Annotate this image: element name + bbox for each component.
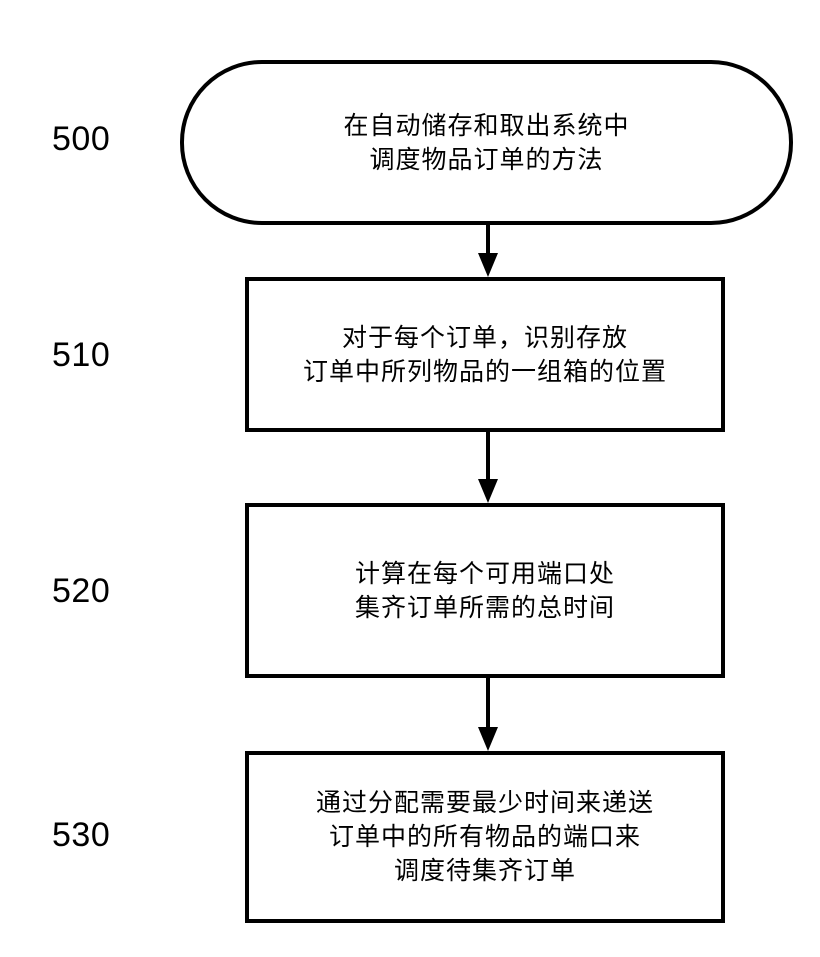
step-number-530: 530 [52,818,110,852]
step-number-520: 520 [52,574,110,608]
arrow-down-icon [478,432,498,503]
process-530-line-2: 订单中的所有物品的端口来 [316,820,654,854]
process-520-line-1: 计算在每个可用端口处 [355,557,615,591]
process-510-line-2: 订单中所列物品的一组箱的位置 [303,355,667,389]
arrow-down-icon [478,678,498,751]
connector-arrow-500-510 [478,225,498,277]
process-530-text: 通过分配需要最少时间来递送 订单中的所有物品的端口来 调度待集齐订单 [316,786,654,888]
start-terminal-line-1: 在自动储存和取出系统中 [343,109,629,143]
process-520-line-2: 集齐订单所需的总时间 [355,591,615,625]
process-node-530: 通过分配需要最少时间来递送 订单中的所有物品的端口来 调度待集齐订单 [245,751,725,923]
process-node-520: 计算在每个可用端口处 集齐订单所需的总时间 [245,503,725,678]
step-number-500: 500 [52,122,110,156]
start-terminal-line-2: 调度物品订单的方法 [343,143,629,177]
connector-arrow-520-530 [478,678,498,751]
process-530-line-1: 通过分配需要最少时间来递送 [316,786,654,820]
process-node-510: 对于每个订单，识别存放 订单中所列物品的一组箱的位置 [245,277,725,432]
connector-arrow-510-520 [478,432,498,503]
process-530-line-3: 调度待集齐订单 [316,854,654,888]
process-510-text: 对于每个订单，识别存放 订单中所列物品的一组箱的位置 [303,321,667,389]
start-terminal-node: 在自动储存和取出系统中 调度物品订单的方法 [180,60,793,225]
step-number-510: 510 [52,338,110,372]
arrow-down-icon [478,225,498,277]
process-510-line-1: 对于每个订单，识别存放 [303,321,667,355]
start-terminal-text: 在自动储存和取出系统中 调度物品订单的方法 [343,109,629,177]
process-520-text: 计算在每个可用端口处 集齐订单所需的总时间 [355,557,615,625]
